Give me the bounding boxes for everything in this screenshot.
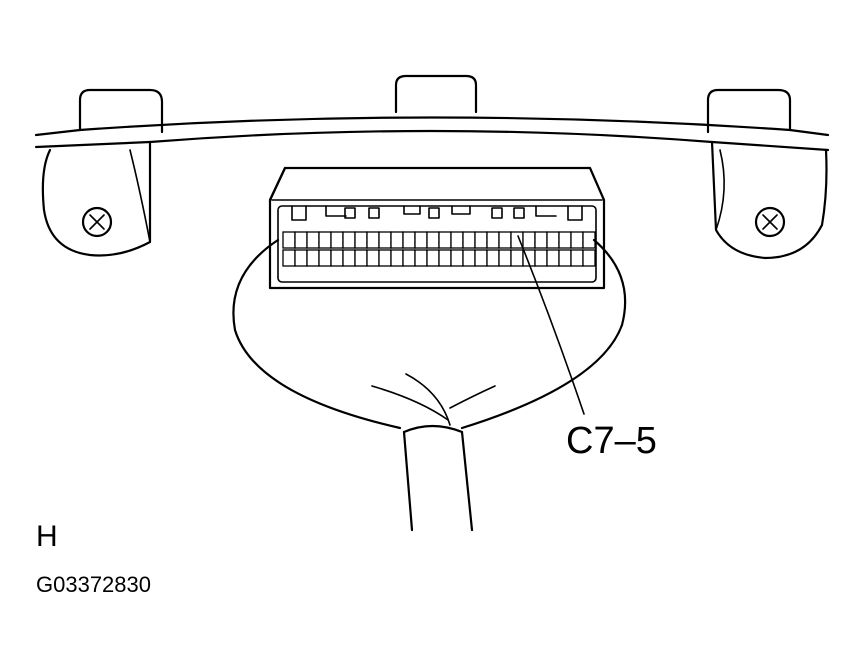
pin-cavity: [366, 231, 380, 249]
pin-cavity: [558, 231, 572, 249]
wire-harness: [232, 238, 627, 532]
pin-cavity: [474, 231, 488, 249]
pin-cavity: [546, 231, 560, 249]
pin-cavity: [342, 249, 356, 267]
pin-cavity: [462, 249, 476, 267]
figure-code: G03372830: [36, 572, 151, 597]
mounting-bracket: [34, 74, 830, 260]
pin-cavity: [462, 231, 476, 249]
pin-cavity: [426, 249, 440, 267]
pin-cavity: [354, 231, 368, 249]
pin-cavity: [546, 249, 560, 267]
pin-cavity: [522, 231, 536, 249]
pin-cavity: [414, 249, 428, 267]
pin-cavity: [318, 249, 332, 267]
pin-cavity: [318, 231, 332, 249]
pin-cavity: [402, 231, 416, 249]
pin-cavity: [450, 249, 464, 267]
pin-cavity: [450, 231, 464, 249]
screw-cross-icon: [754, 206, 786, 238]
pin-cavity: [306, 249, 320, 267]
pin-cavity: [486, 231, 500, 249]
pin-cavity: [534, 249, 548, 267]
pin-cavity: [426, 231, 440, 249]
pin-cavity: [510, 249, 524, 267]
pin-cavity: [438, 249, 452, 267]
pin-cavity: [378, 249, 392, 267]
pin-cavity: [402, 249, 416, 267]
connector-body: [268, 166, 606, 290]
pin-cavity: [390, 231, 404, 249]
pin-cavity: [474, 249, 488, 267]
pin-cavity: [330, 249, 344, 267]
pin-grid: [282, 231, 596, 267]
pin-cavity: [306, 231, 320, 249]
pin-cavity: [558, 249, 572, 267]
pin-cavity: [534, 231, 548, 249]
pin-cavity: [378, 231, 392, 249]
screw-cross-icon: [81, 206, 113, 238]
pin-cavity: [390, 249, 404, 267]
pin-cavity: [354, 249, 368, 267]
pin-cavity: [366, 249, 380, 267]
pin-cavity: [282, 249, 296, 267]
pin-cavity: [498, 249, 512, 267]
pin-cavity: [294, 249, 308, 267]
pin-cavity: [438, 231, 452, 249]
pin-cavity: [294, 231, 308, 249]
pin-cavity: [486, 249, 500, 267]
pin-cavity: [282, 231, 296, 249]
terminal-callout-leader: [517, 235, 585, 415]
pin-cavity: [582, 249, 596, 267]
pin-cavity: [570, 231, 584, 249]
pin-cavity: [342, 231, 356, 249]
pin-cavity: [330, 231, 344, 249]
pin-cavity: [498, 231, 512, 249]
view-letter: H: [36, 520, 58, 553]
pin-cavity: [570, 249, 584, 267]
terminal-label: C7–5: [566, 420, 657, 462]
pin-cavity: [414, 231, 428, 249]
